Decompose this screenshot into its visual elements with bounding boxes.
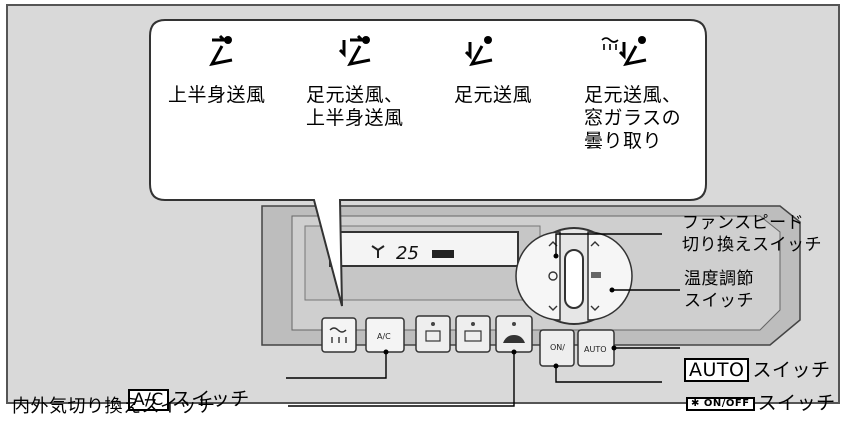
onoff-button-label: ON/ [550,343,565,352]
display-temperature: 25 [396,243,419,264]
leader-lines [286,233,680,407]
fan-speed-dial[interactable] [515,231,561,321]
foot-and-upper-vent-icon [338,34,371,67]
auto-label-box: AUTO [684,358,750,382]
ac-label-box: A/C [128,389,169,411]
ac-leader [286,352,387,379]
auto-button-label: AUTO [584,345,607,354]
auto-label-suffix: スイッチ [752,359,831,381]
fan-small-icon: ✱ [691,397,700,409]
display-vent-icon [371,245,385,258]
foot-vent-icon [464,36,493,67]
display-fan-bars [432,250,454,258]
lcd-display: 25 [329,231,519,267]
onoff-label-on: ON/ [703,397,726,409]
defrost-icon [329,327,347,343]
front-defrost-button[interactable] [321,317,357,353]
upper-body-vent-icon [209,34,233,67]
mode-callout [149,19,707,307]
leader-dots [383,253,617,369]
mode-label-upper-body: 上半身送風 [168,84,266,106]
fan-icon [548,271,558,281]
recirc-leader [288,352,515,407]
button-row: A/C ON/ AUTO [321,315,615,367]
onoff-label-suffix: スイッチ [757,392,836,414]
mirror-heater-button[interactable] [455,315,491,353]
recirculation-switch-label: 内外気切り換えスイッチ [12,396,216,417]
mode-label-foot-defrost: 足元送風、 窓ガラスの 曇り取り [584,84,682,152]
rear-defrost-icon [425,330,441,342]
onoff-leader [555,366,662,383]
fan-speed-leader [555,233,662,254]
temp-mark [591,272,601,278]
fan-speed-switch-label: ファンスピード 切り換えスイッチ [682,213,822,255]
foot-and-defrost-icon [601,36,647,67]
recirculation-button[interactable] [495,315,533,353]
mode-label-foot: 足元送風 [454,84,533,106]
ac-label-suffix: スイッチ [171,388,250,410]
onoff-label-off: OFF [725,397,750,409]
rear-defrost-button[interactable] [415,315,451,353]
temp-switch-label: 温度調節 スイッチ [684,269,754,311]
ac-button-label: A/C [377,332,391,341]
dial-assembly [515,227,633,325]
temperature-dial[interactable] [587,231,633,321]
mode-label-foot-upper: 足元送風、 上半身送風 [306,84,404,129]
onoff-label-box: ✱ ON/OFF [686,396,755,411]
mirror-heater-icon [464,330,482,342]
car-recirculation-icon [503,335,525,343]
